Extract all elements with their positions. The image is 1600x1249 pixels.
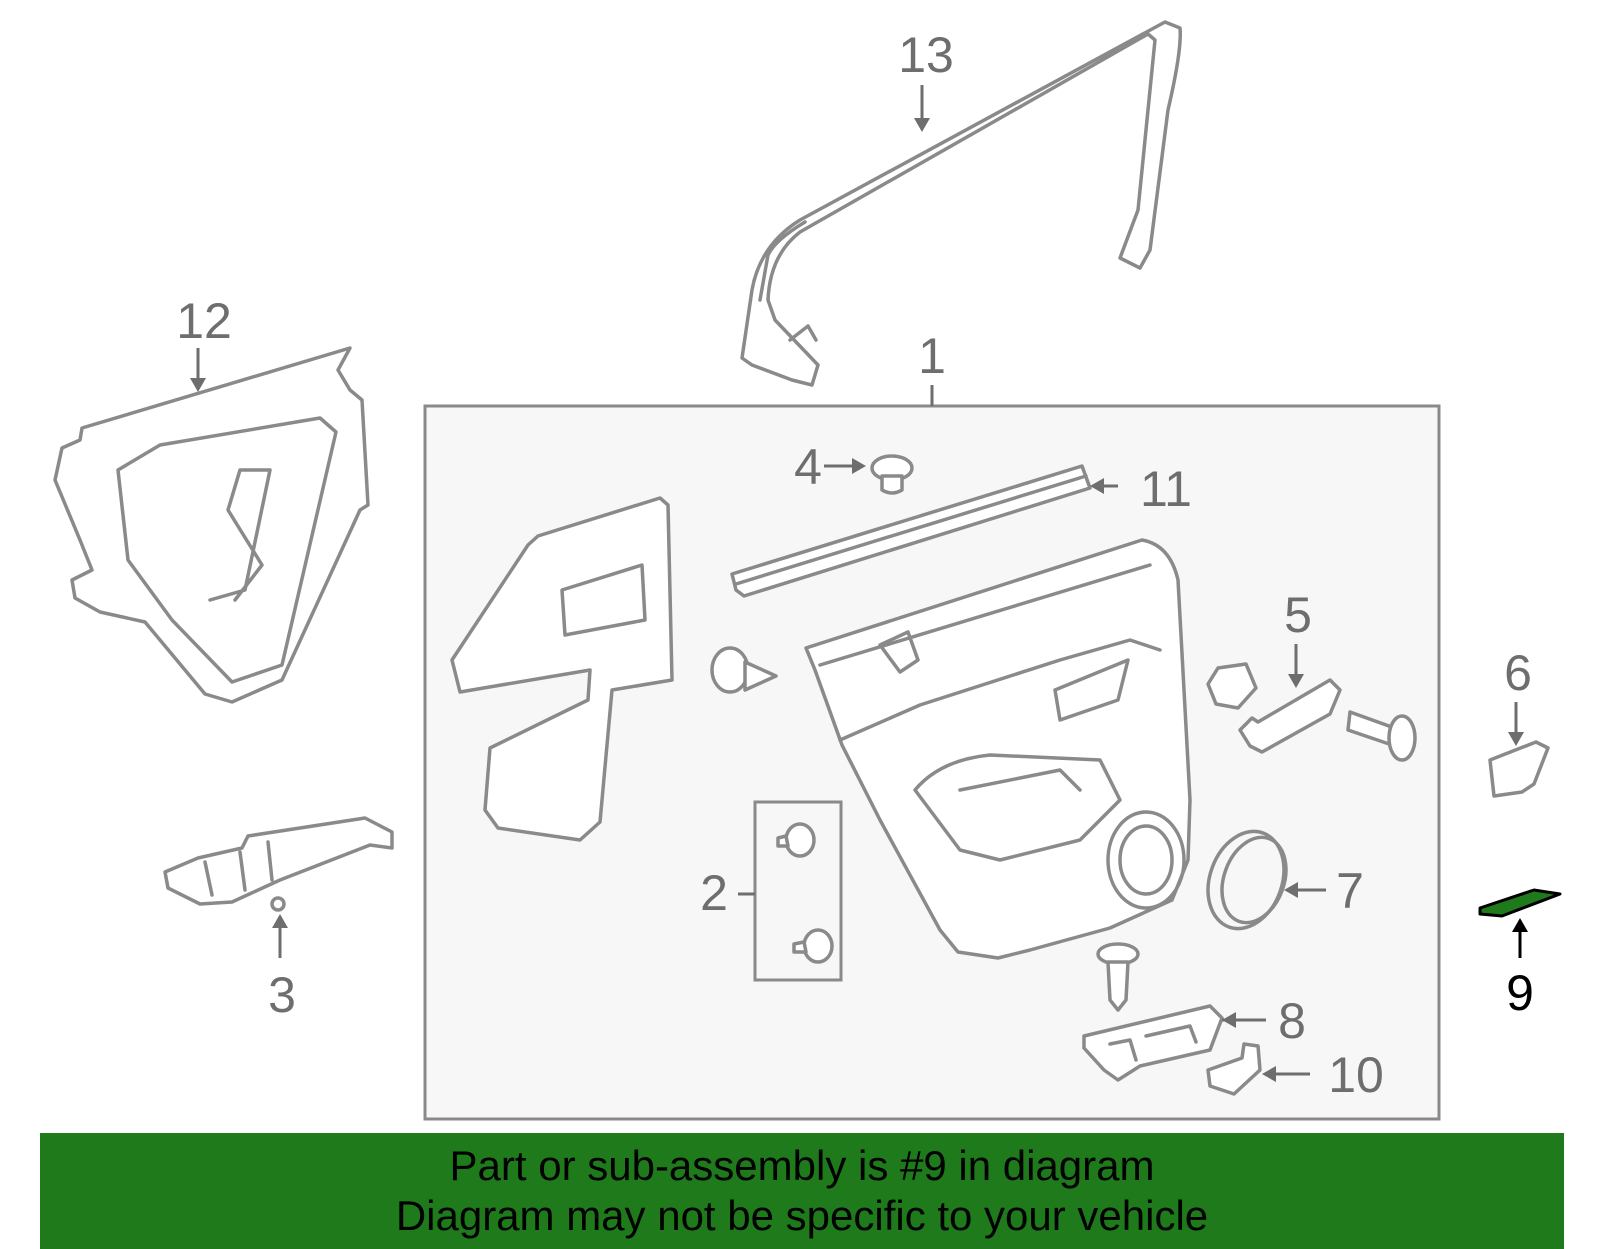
banner-line-1: Part or sub-assembly is #9 in diagram xyxy=(449,1142,1155,1189)
part-5-door-handle[interactable] xyxy=(1238,644,1342,754)
part-11-belt-molding[interactable] xyxy=(730,464,1118,598)
part-13-window-frame[interactable] xyxy=(740,20,1182,387)
callout-3: 3 xyxy=(268,967,296,1023)
callout-6: 6 xyxy=(1504,645,1532,701)
part-12-water-deflector[interactable] xyxy=(53,346,370,704)
callout-7: 7 xyxy=(1336,863,1364,919)
fastener-screw xyxy=(1096,942,1140,1012)
callout-4: 4 xyxy=(794,439,822,495)
part-4-clip[interactable] xyxy=(824,454,914,495)
callout-5: 5 xyxy=(1284,587,1312,643)
callout-11: 11 xyxy=(1140,461,1192,517)
callout-9: 9 xyxy=(1506,965,1534,1021)
part-3-bracket[interactable] xyxy=(163,816,394,958)
fastener-push-pin-left xyxy=(710,646,778,694)
fastener-nut xyxy=(1206,662,1258,710)
fastener-push-pin-right xyxy=(1346,710,1417,762)
part-8-window-switch[interactable] xyxy=(1082,1004,1266,1082)
part-10-connector[interactable] xyxy=(1206,1042,1310,1096)
callout-2: 2 xyxy=(700,865,728,921)
part-sound-insulator xyxy=(450,496,674,842)
part-7-speaker-grille[interactable] xyxy=(1195,821,1326,940)
callout-12: 12 xyxy=(176,293,232,349)
part-2-clip-kit[interactable] xyxy=(738,800,843,982)
callout-1: 1 xyxy=(918,328,946,384)
part-1-door-trim-panel[interactable] xyxy=(804,538,1192,960)
banner-line-2: Diagram may not be specific to your vehi… xyxy=(395,1192,1209,1239)
info-banner: Part or sub-assembly is #9 in diagram Di… xyxy=(40,1133,1564,1249)
callout-8: 8 xyxy=(1278,993,1306,1049)
callout-13: 13 xyxy=(898,27,954,83)
part-6-cover[interactable] xyxy=(1488,702,1550,798)
part-9-highlighted[interactable] xyxy=(1478,888,1562,958)
callout-10: 10 xyxy=(1328,1047,1384,1103)
